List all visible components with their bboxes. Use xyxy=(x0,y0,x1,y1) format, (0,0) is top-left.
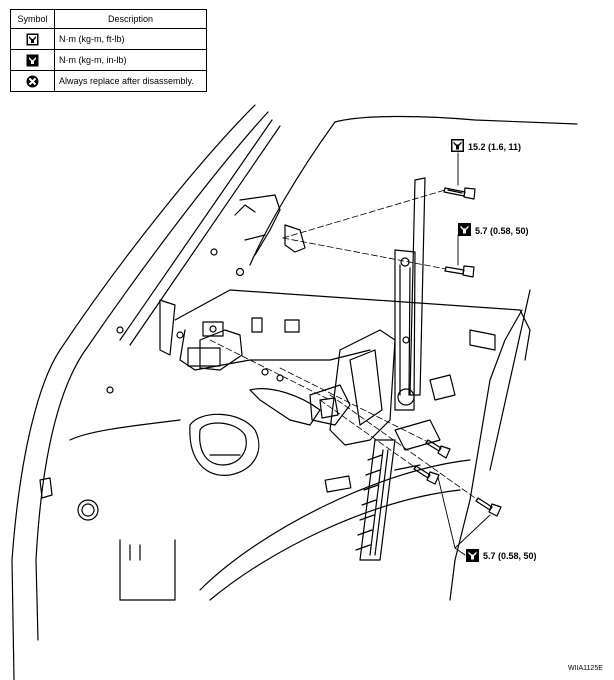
bolt-lower-3 xyxy=(475,497,502,517)
torque-wrench-icon xyxy=(451,139,464,152)
torque-value-bottom: 5.7 (0.58, 50) xyxy=(483,551,537,561)
legend-row: Always replace after disassembly. xyxy=(10,70,207,92)
inner-panel xyxy=(39,194,531,521)
replace-part-icon xyxy=(26,75,39,87)
torque-wrench-icon xyxy=(466,549,479,562)
door-frame xyxy=(11,104,578,680)
bolt-top xyxy=(443,187,476,200)
torque-wrench-icon xyxy=(458,223,471,236)
symbol-legend-table: Symbol Description N·m (kg-m, ft-lb) N·m… xyxy=(10,9,207,92)
bolt-lower-1 xyxy=(425,439,451,459)
alignment-lines xyxy=(209,189,479,501)
leader-lines xyxy=(437,152,491,556)
torque-value-top: 15.2 (1.6, 11) xyxy=(468,142,521,152)
torque-callout-top: 15.2 (1.6, 11) xyxy=(451,139,521,152)
torque-wrench-icon xyxy=(26,54,39,66)
figure-code: WIIA1125E xyxy=(568,665,603,672)
legend-description: Always replace after disassembly. xyxy=(54,70,207,92)
torque-callout-bottom: 5.7 (0.58, 50) xyxy=(466,549,537,562)
torque-value-middle: 5.7 (0.58, 50) xyxy=(475,226,529,236)
window-regulator xyxy=(309,177,456,561)
bolt-lower-2 xyxy=(413,465,440,485)
torque-callout-middle: 5.7 (0.58, 50) xyxy=(458,223,529,236)
bolts xyxy=(413,187,502,517)
torque-wrench-icon xyxy=(26,33,39,45)
legend-row: N·m (kg-m, in-lb) xyxy=(10,49,207,71)
bolt-middle xyxy=(444,265,475,278)
